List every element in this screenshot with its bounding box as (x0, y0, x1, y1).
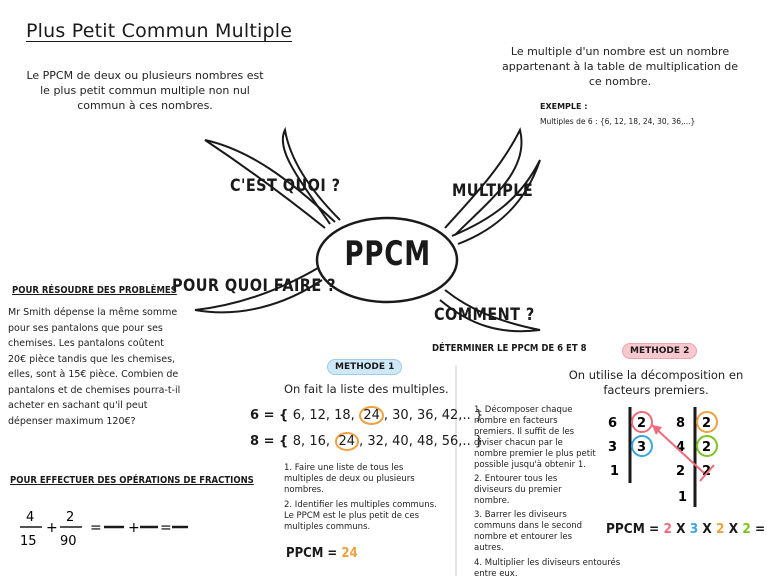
t6-left-0: 6 (608, 416, 617, 431)
branch-label-multiple: MULTIPLE (452, 181, 534, 201)
t8-left-2: 2 (676, 464, 685, 479)
t8-left-3: 1 (678, 490, 687, 505)
t8-right-2: 2 (702, 464, 711, 479)
method2-subtitle: On utilise la décomposition en facteurs … (568, 368, 744, 397)
multiple-definition: Le multiple d'un nombre est un nombre ap… (502, 45, 738, 88)
times-3: X (728, 521, 739, 537)
multiples-6-row: 6 = { 6, 12, 18, 24, 30, 36, 42,.. } (250, 406, 484, 425)
problems-heading: POUR RÉSOUDRE DES PROBLÈMES (12, 285, 177, 296)
factor-1: 2 (663, 521, 672, 537)
branch-label-quoi: C'EST QUOI ? (230, 176, 341, 196)
t6-right-0: 2 (637, 416, 646, 431)
method2-badge: METHODE 2 (622, 343, 698, 359)
branch-line-quoi-2 (281, 126, 341, 225)
fraction-operation: 4 15 + 2 90 = + = (20, 510, 188, 549)
row8-highlight: 24 (334, 432, 360, 451)
branch-label-comment: COMMENT ? (434, 305, 535, 325)
example-label: EXEMPLE : (540, 102, 588, 111)
method2-step2: 2. Entourer tous les diviseurs du premie… (474, 474, 562, 506)
equals-sign-1: = (90, 520, 102, 536)
example-text: Multiples de 6 : {6, 12, 18, 24, 30, 36,… (540, 117, 696, 126)
branch-line-faire (194, 267, 323, 314)
row6-values: 6, 12, 18, (292, 408, 355, 423)
determine-heading: DÉTERMINER LE PPCM DE 6 ET 8 (432, 343, 587, 354)
arrow-head-icon (652, 425, 662, 435)
branch-line-quoi (204, 139, 336, 229)
t6-left-1: 3 (608, 440, 617, 455)
method1-step1: 1. Faire une liste de tous les multiples… (284, 463, 415, 495)
t6-right-1: 3 (637, 440, 646, 455)
row8-prefix: 8 = { (250, 434, 289, 449)
plus-sign-2: + (128, 520, 140, 536)
branch-line-comment (439, 289, 541, 333)
arrow-line (651, 424, 705, 474)
strike-mark (699, 464, 715, 482)
times-1: X (676, 521, 686, 537)
result-equals: = (755, 521, 766, 537)
times-2: X (702, 521, 712, 537)
problems-text: Mr Smith dépense la même somme pour ses … (8, 307, 181, 427)
factor-2: 3 (689, 521, 699, 537)
method1-step2: 2. Identifier les multiples communs. Le … (284, 500, 437, 532)
multiples-8-row: 8 = { 8, 16, 24, 32, 40, 48, 56,.. } (250, 432, 484, 451)
method1-result-value: 24 (341, 546, 358, 561)
method1-result: PPCM = 24 (286, 546, 358, 561)
center-bubble (315, 216, 459, 304)
t8-left-0: 8 (676, 416, 685, 431)
branch-line-multiple (444, 127, 523, 236)
t8-right-1: 2 (702, 440, 711, 455)
plus-sign-1: + (46, 520, 58, 536)
center-label: PPCM (344, 234, 431, 274)
row6-values-rest: , 30, 36, 42,.. } (383, 408, 484, 423)
fraction-1-denominator: 15 (20, 534, 37, 549)
method1-result-label: PPCM = (286, 546, 342, 561)
t8-right-0: 2 (702, 416, 711, 431)
factor-4: 2 (742, 521, 751, 537)
row8-values: 8, 16, (292, 434, 330, 449)
method2-step1: 1. Décomposer chaque nombre en facteurs … (474, 405, 596, 470)
t6-left-2: 1 (610, 464, 619, 479)
factor-tables: 6 3 1 2 3 8 4 2 1 2 2 2 (608, 407, 718, 507)
branch-line-multiple-2 (451, 159, 541, 245)
branch-label-faire: POUR QUOI FAIRE ? (172, 276, 336, 296)
method2-result-label: PPCM = (606, 521, 664, 537)
equals-sign-2: = (160, 520, 172, 536)
t8-left-1: 4 (676, 440, 685, 455)
fraction-2-numerator: 2 (66, 510, 74, 525)
definition-text: Le PPCM de deux ou plusieurs nombres est… (26, 69, 264, 112)
row6-highlight: 24 (359, 406, 384, 425)
factor-3: 2 (716, 521, 725, 537)
method1-badge: METHODE 1 (327, 359, 403, 375)
fraction-1-numerator: 4 (26, 510, 34, 525)
row8-values-rest: , 32, 40, 48, 56,.. } (359, 434, 484, 449)
method1-subtitle: On fait la liste des multiples. (284, 382, 449, 396)
method2-step4: 4. Multiplier les diviseurs entourés ent… (474, 558, 621, 579)
method2-step3: 3. Barrer les diviseurs communs dans le … (474, 510, 583, 553)
method2-result: PPCM = 2 X 3 X 2 X 2 = 24 (606, 521, 768, 537)
fractions-heading: POUR EFFECTUER DES OPÉRATIONS DE FRACTIO… (10, 475, 254, 486)
fraction-2-denominator: 90 (60, 534, 77, 549)
row6-prefix: 6 = { (250, 408, 289, 423)
page-title: Plus Petit Commun Multiple (26, 20, 293, 42)
